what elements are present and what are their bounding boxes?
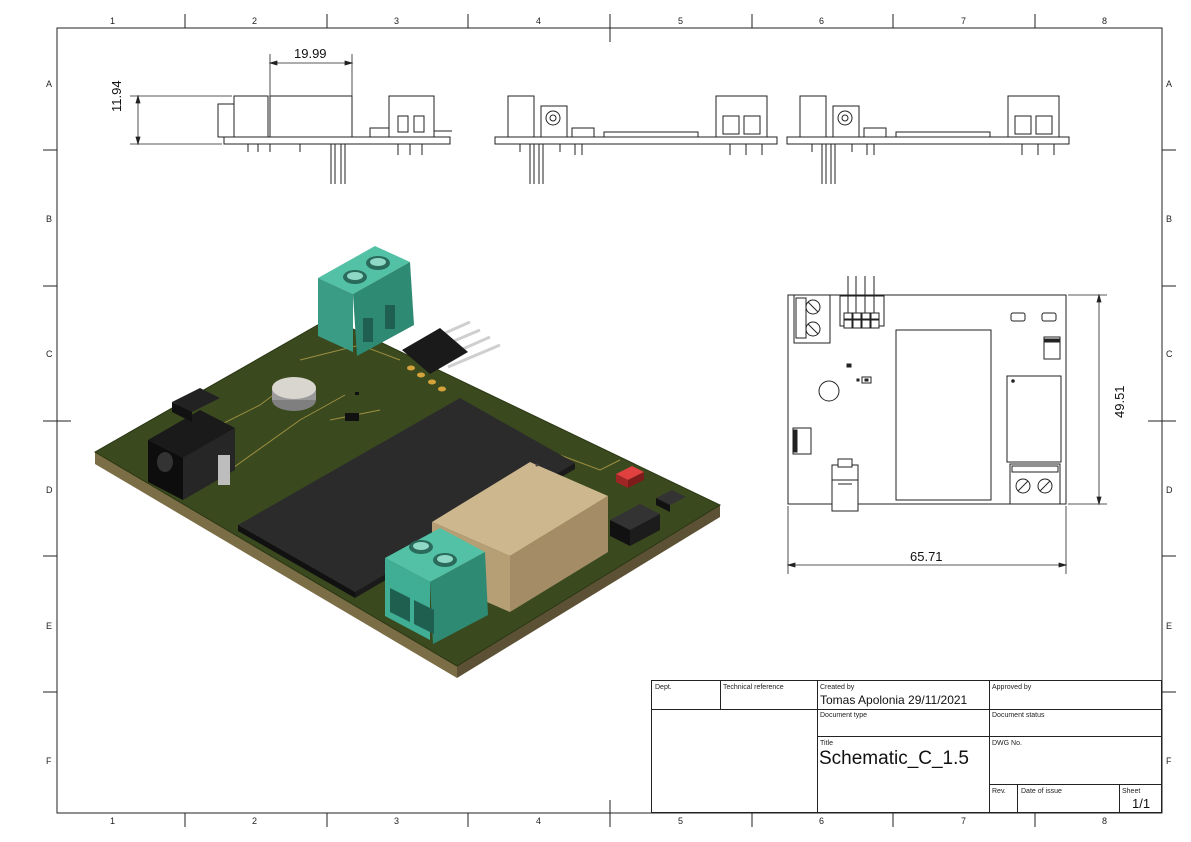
sheet-label: Sheet xyxy=(1122,788,1141,795)
sheet-number: 1/1 xyxy=(1132,796,1151,811)
barrel-jack-3d xyxy=(148,410,235,458)
zone-col-label: 8 xyxy=(1102,816,1108,826)
dimension-side-height xyxy=(130,94,232,146)
zone-col-label: 4 xyxy=(536,816,542,826)
zone-col-label: 4 xyxy=(536,16,542,26)
zone-ticks xyxy=(43,14,1176,827)
zone-col-label: 8 xyxy=(1102,16,1108,26)
dimension-top-width xyxy=(786,506,1068,574)
zone-col-label: 5 xyxy=(678,16,684,26)
dimension-label-top-width: 65.71 xyxy=(910,549,943,564)
terminal-3d-front xyxy=(385,528,485,582)
zone-row-label: A xyxy=(46,79,53,89)
zone-row-label: E xyxy=(46,621,53,631)
dwg-no-label: DWG No. xyxy=(992,740,1022,747)
zone-row-label: D xyxy=(1166,485,1173,495)
dimension-label-side-height: 11.94 xyxy=(109,80,124,112)
zone-row-label: B xyxy=(1166,214,1173,224)
zone-col-label: 2 xyxy=(252,16,258,26)
side-view-middle xyxy=(494,95,778,184)
zone-col-label: 1 xyxy=(110,816,116,826)
zone-col-label: 3 xyxy=(394,816,400,826)
dimension-label-side-width: 19.99 xyxy=(294,46,327,61)
zone-row-label: F xyxy=(46,756,52,766)
zone-row-label: F xyxy=(1166,756,1172,766)
created-by-value: Tomas Apolonia 29/11/2021 xyxy=(820,693,968,707)
top-view xyxy=(787,276,1067,512)
relay-3d xyxy=(432,462,608,556)
dimension-label-top-height: 49.51 xyxy=(1112,385,1127,418)
rev-label: Rev. xyxy=(992,788,1006,795)
zone-col-label: 7 xyxy=(961,16,967,26)
document-type-label: Document type xyxy=(820,712,868,719)
module-3d xyxy=(238,398,575,592)
zone-col-label: 6 xyxy=(819,816,825,826)
side-view-right xyxy=(786,95,1070,184)
dept-label: Dept. xyxy=(655,684,672,691)
date-of-issue-label: Date of issue xyxy=(1021,788,1062,795)
side-view-left xyxy=(217,95,452,184)
zone-row-label: B xyxy=(46,214,53,224)
dimension-side-width xyxy=(268,54,354,96)
zone-row-label: C xyxy=(46,349,53,359)
zone-row-label: C xyxy=(1166,349,1173,359)
technical-reference-label: Technical reference xyxy=(723,684,784,691)
zone-col-label: 3 xyxy=(394,16,400,26)
approved-by-label: Approved by xyxy=(992,684,1032,691)
terminal-3d-back xyxy=(318,246,410,294)
zone-col-label: 5 xyxy=(678,816,684,826)
drawing-title: Schematic_C_1.5 xyxy=(819,748,969,769)
document-status-label: Document status xyxy=(992,712,1045,719)
title-label: Title xyxy=(820,740,833,747)
zone-col-label: 7 xyxy=(961,816,967,826)
zone-row-label: A xyxy=(1166,79,1173,89)
zone-col-label: 2 xyxy=(252,816,258,826)
created-by-label: Created by xyxy=(820,684,855,691)
zone-col-label: 1 xyxy=(110,16,116,26)
zone-row-label: E xyxy=(1166,621,1173,631)
zone-row-label: D xyxy=(46,485,53,495)
title-block: Dept. Technical reference Created by Tom… xyxy=(651,680,1162,813)
zone-col-label: 6 xyxy=(819,16,825,26)
pcb-edge xyxy=(95,452,457,678)
isometric-pcb-render xyxy=(94,246,722,678)
dimension-top-height xyxy=(1068,293,1107,506)
